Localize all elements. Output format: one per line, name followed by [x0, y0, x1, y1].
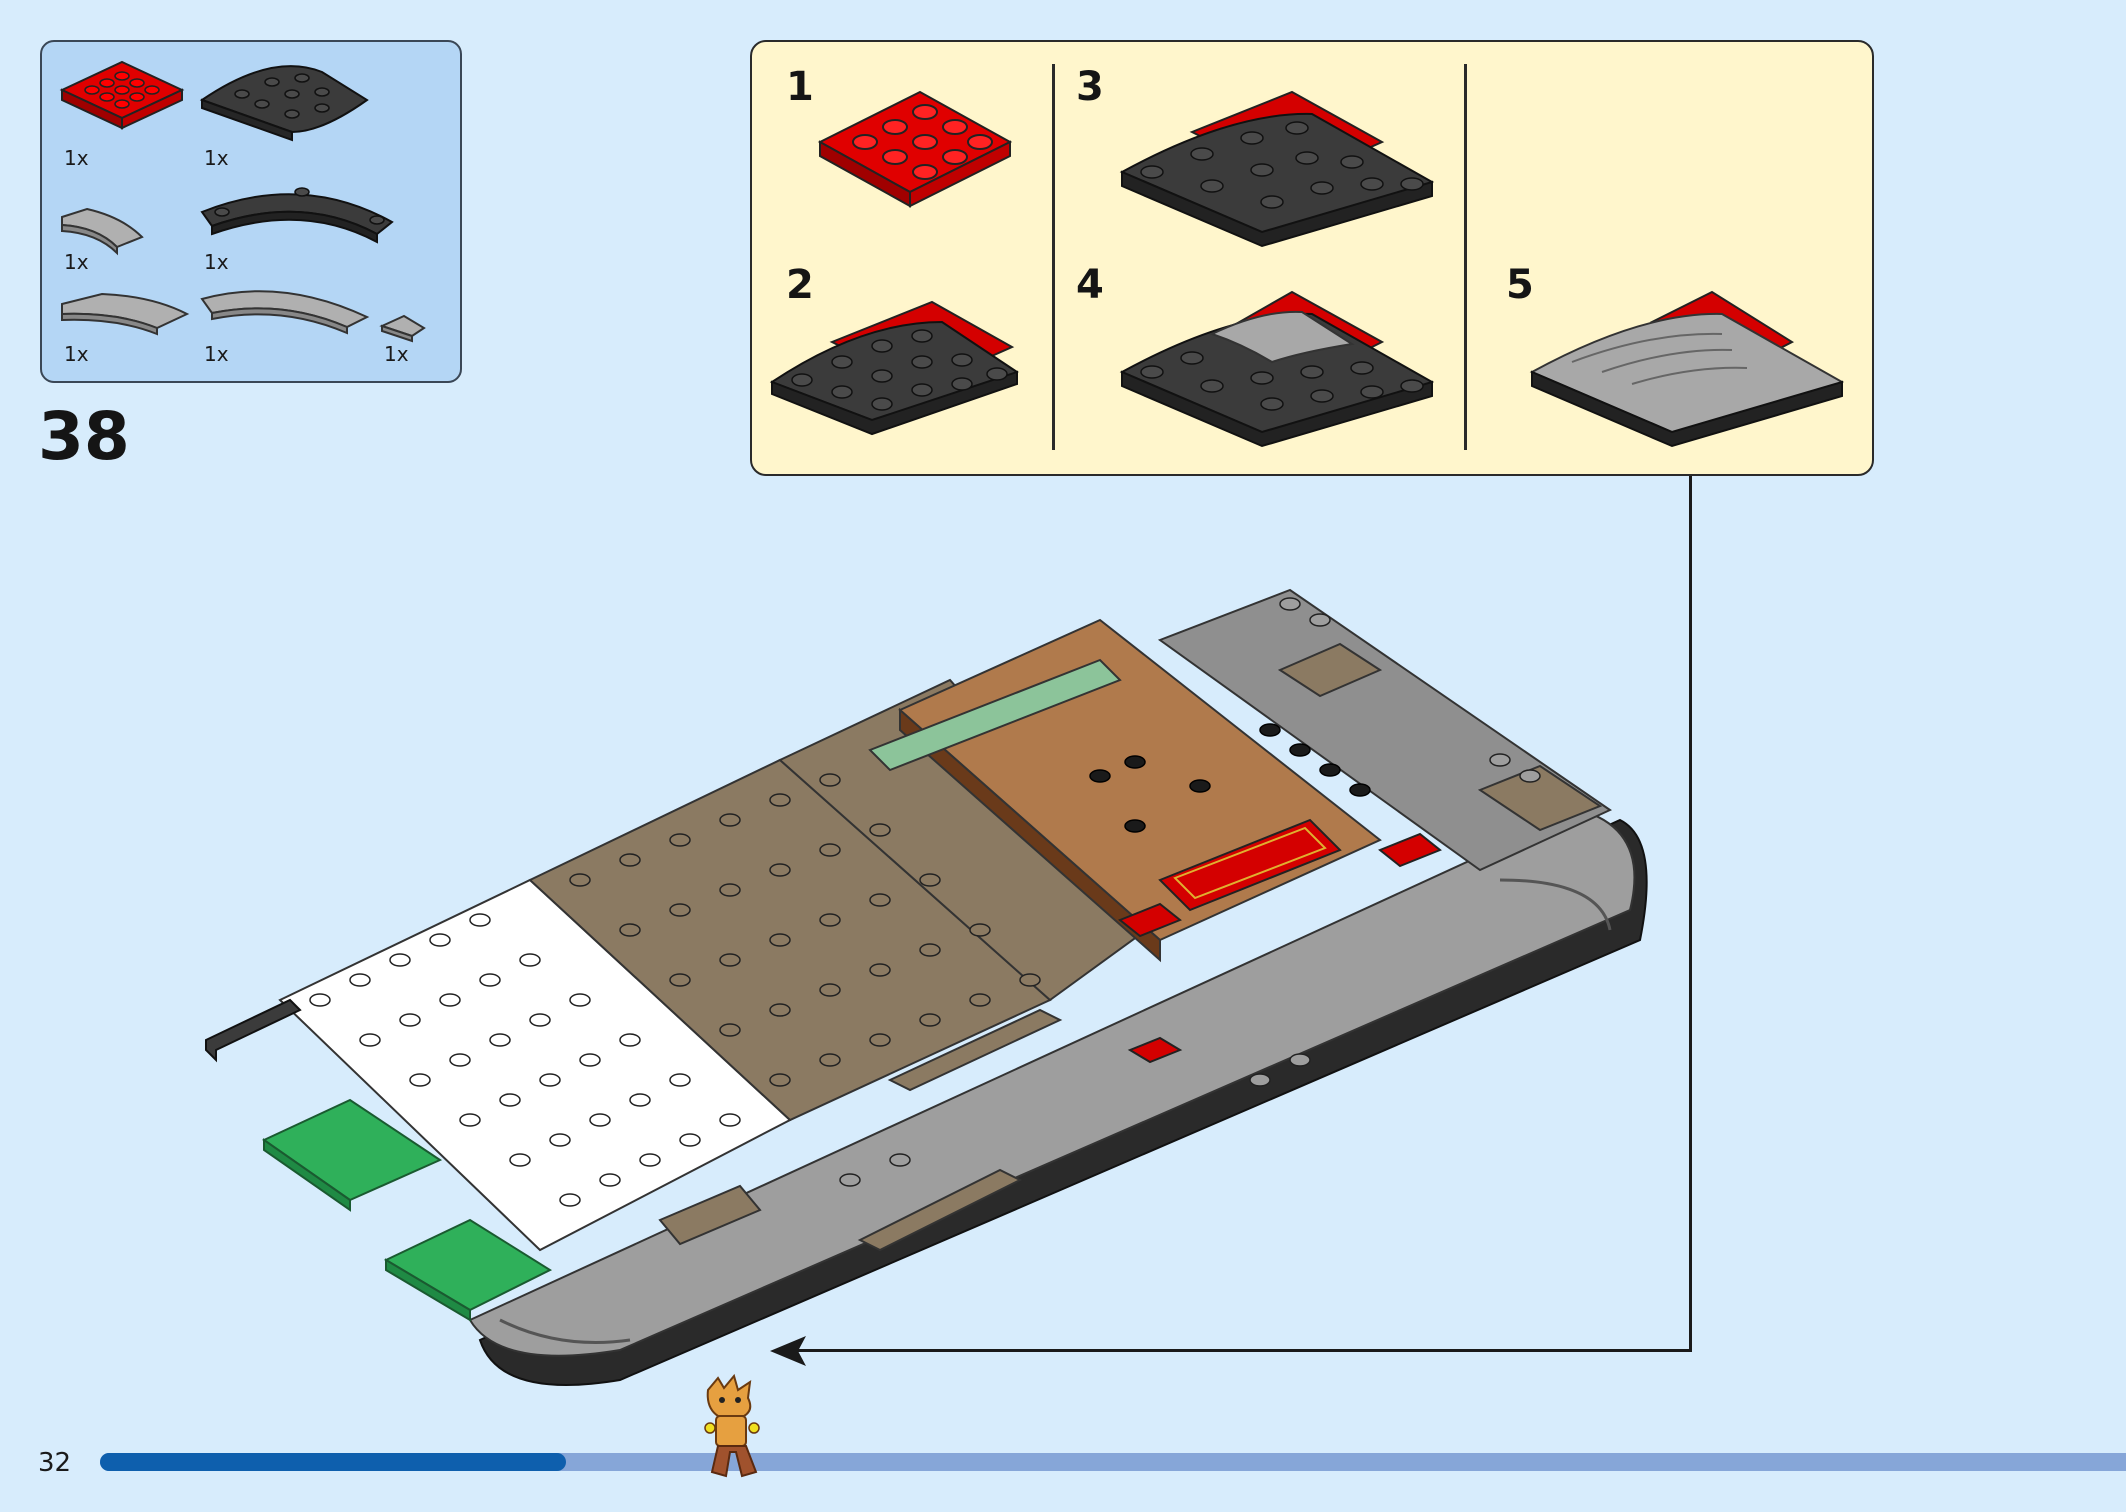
- qty-label: 1x: [64, 342, 89, 366]
- sub-step-1-red-plate: [817, 90, 1013, 208]
- main-model-illustration: [205, 588, 1648, 1386]
- sub-step-number: 4: [1076, 262, 1104, 308]
- callout-connector: [790, 1349, 1692, 1352]
- sub-step-5-assembly: [1529, 290, 1845, 448]
- callout-connector: [1689, 476, 1692, 1352]
- dark-gray-quarter-plate-icon: [199, 65, 369, 142]
- sub-step-number: 1: [786, 64, 814, 110]
- progress-fill: [100, 1453, 566, 1471]
- sub-assembly-panel: 1 2 3 4 5: [750, 40, 1874, 476]
- qty-label: 1x: [64, 250, 89, 274]
- step-number: 38: [38, 398, 130, 475]
- light-gray-small-curve-icon: [61, 207, 144, 256]
- divider: [1052, 64, 1055, 450]
- red-plate-icon: [59, 60, 185, 130]
- sub-step-3-assembly: [1119, 90, 1435, 248]
- callout-arrow-icon: [770, 1336, 806, 1366]
- qty-label: 1x: [204, 250, 229, 274]
- light-gray-large-curve-icon: [200, 290, 370, 335]
- parts-list: 1x 1x 1x 1x 1x 1x 1x: [40, 40, 462, 383]
- dark-gray-arc-plate-icon: [200, 187, 394, 244]
- sub-step-number: 5: [1506, 262, 1534, 308]
- qty-label: 1x: [204, 146, 229, 170]
- page-number: 32: [38, 1448, 72, 1478]
- qty-label: 1x: [204, 342, 229, 366]
- divider: [1464, 64, 1467, 450]
- light-gray-wedge-tile-icon: [379, 314, 426, 343]
- sub-step-number: 3: [1076, 64, 1104, 110]
- progress-bar: [100, 1453, 2126, 1471]
- qty-label: 1x: [64, 146, 89, 170]
- sub-step-2-assembly: [769, 300, 1019, 436]
- light-gray-medium-curve-icon: [61, 292, 190, 336]
- qty-label: 1x: [384, 342, 409, 366]
- sub-step-number: 2: [786, 262, 814, 308]
- dragon-mascot-icon: [704, 1373, 760, 1478]
- sub-step-4-assembly: [1119, 290, 1435, 448]
